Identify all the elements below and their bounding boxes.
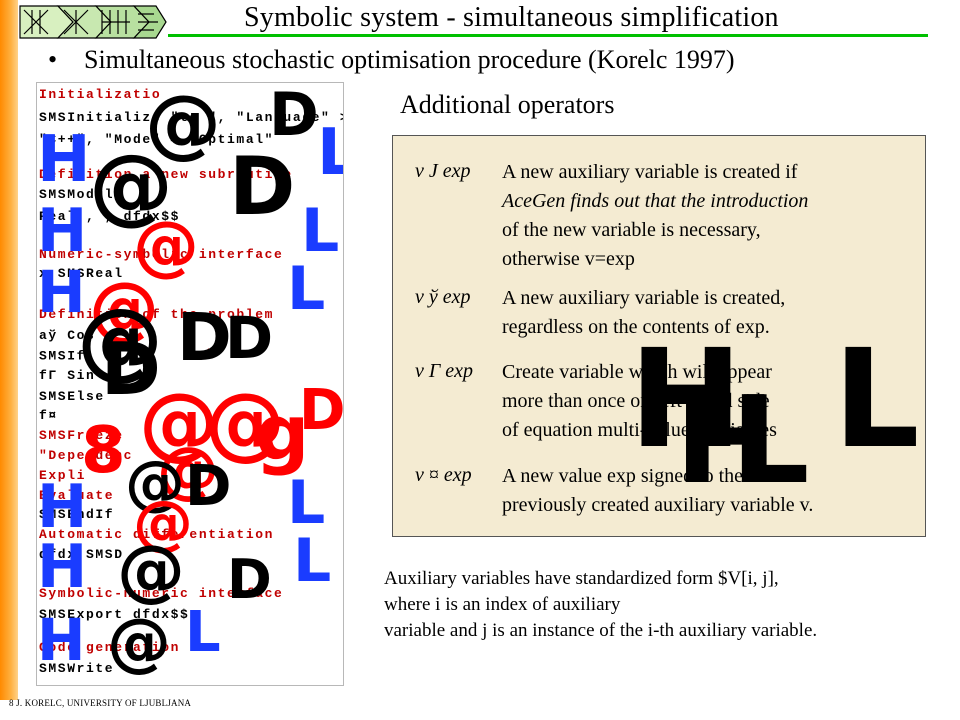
artifact-glyph-d: D bbox=[101, 327, 161, 411]
description-line: AceGen finds out that the introduction bbox=[502, 190, 809, 212]
artifact-glyph-h: H bbox=[37, 196, 88, 266]
artifact-glyph-at: @ bbox=[89, 136, 173, 234]
artifact-glyph-h: H bbox=[37, 123, 91, 197]
code-line: fГ Sin bbox=[39, 368, 96, 383]
slide-footer: 8 J. KORELC, UNIVERSITY OF LJUBLJANA bbox=[9, 698, 192, 708]
code-line: f¤ bbox=[39, 408, 58, 423]
artifact-glyph-h: H bbox=[37, 532, 88, 602]
artifact-glyph-at: @ bbox=[117, 531, 185, 610]
code-line: SMSEndIf bbox=[39, 507, 115, 522]
description-line: Create variable which will appear bbox=[502, 361, 772, 383]
artifact-glyph-d: D bbox=[225, 304, 274, 372]
code-line: "Dependenc bbox=[39, 448, 134, 463]
artifact-glyph-d: D bbox=[227, 548, 272, 611]
operator-symbol: v Ј exp bbox=[415, 160, 471, 182]
artifact-glyph-at: @ bbox=[157, 433, 219, 506]
artifact-glyph-at: @ bbox=[205, 376, 285, 469]
left-accent-bar bbox=[0, 0, 18, 700]
slide-title: Symbolic system - simultaneous simplific… bbox=[244, 2, 779, 33]
operator-description: A new auxiliary variable is created, reg… bbox=[502, 284, 785, 342]
code-line: SMSExport dfdx$$ bbox=[39, 607, 190, 622]
artifact-glyph-l: L bbox=[287, 468, 326, 538]
auxiliary-variables-note: Auxiliary variables have standardized fo… bbox=[384, 566, 817, 644]
artifact-glyph-h: H bbox=[675, 372, 776, 511]
header-logo bbox=[19, 5, 167, 39]
note-line: where i is an index of auxiliary bbox=[384, 594, 621, 615]
code-line: Expli bbox=[39, 468, 87, 483]
operators-heading: Additional operators bbox=[400, 90, 615, 119]
code-line: Definition a new subroutine bbox=[39, 167, 293, 182]
code-line: SMSInitialize "te ", "Language" > bbox=[39, 110, 344, 125]
artifact-glyph-d: D bbox=[177, 299, 232, 376]
artifact-glyph-h: H bbox=[37, 606, 86, 674]
description-line: A new auxiliary variable is created if bbox=[502, 161, 798, 183]
description-line: regardless on the contents of exp. bbox=[502, 316, 770, 338]
operator-symbol: v Г exp bbox=[415, 360, 474, 382]
code-line: Numeric-symbolic interface bbox=[39, 247, 284, 262]
code-line: x SMSReal bbox=[39, 266, 124, 281]
artifact-glyph-l: L bbox=[287, 254, 326, 324]
description-line: A new auxiliary variable is created, bbox=[502, 287, 786, 309]
bullet-dot-icon: • bbox=[48, 45, 58, 74]
artifact-glyph-at: @ bbox=[139, 376, 219, 469]
artifact-glyph-l: L bbox=[733, 372, 810, 511]
artifact-glyph-h: H bbox=[37, 258, 86, 326]
artifact-glyph-at: @ bbox=[133, 207, 199, 284]
artifact-glyph-at: @ bbox=[89, 267, 159, 349]
code-line: Symbolic-numeric interface bbox=[39, 586, 284, 601]
superscript: 10 bbox=[206, 348, 219, 357]
code-line: Initializatio bbox=[39, 87, 162, 102]
code-text: SMSIf bbox=[39, 348, 87, 364]
artifact-glyph-d: D bbox=[299, 378, 344, 443]
operator-description: A new auxiliary variable is created if A… bbox=[502, 158, 808, 274]
operator-symbol: v ¤ exp bbox=[415, 464, 472, 486]
title-underline bbox=[168, 34, 928, 37]
bullet-point: • Simultaneous stochastic optimisation pr… bbox=[48, 45, 735, 75]
artifact-glyph-d: D bbox=[229, 140, 296, 233]
artifact-glyph-at: @ bbox=[107, 606, 171, 680]
artifact-glyph-g: g bbox=[255, 388, 310, 477]
code-line: SMSIf 10 bbox=[39, 348, 219, 363]
code-line: dfdx SMSD bbox=[39, 547, 124, 562]
artifact-glyph-h: H bbox=[629, 321, 743, 479]
artifact-glyph-l: L bbox=[293, 526, 332, 596]
operator-description: A new value exp signed to the previously… bbox=[502, 462, 813, 520]
description-line: of equation multi-valued variables bbox=[502, 419, 777, 441]
artifact-glyph-8: 8 bbox=[81, 414, 126, 488]
description-line: A new value exp signed to the bbox=[502, 465, 744, 487]
description-line: more than once on left- hand side bbox=[502, 390, 770, 412]
artifact-glyph-at: @ bbox=[145, 82, 221, 167]
code-line: Real , , dfdx$$ bbox=[39, 209, 181, 224]
operator-symbol: v ў exp bbox=[415, 286, 471, 308]
code-line: Evaluate bbox=[39, 488, 115, 503]
code-line: SMSModul bbox=[39, 187, 115, 202]
code-listing-panel: Initializatio SMSInitialize "te ", "Lang… bbox=[36, 82, 344, 686]
code-line: SMSWrite bbox=[39, 661, 115, 676]
artifact-glyph-l: L bbox=[833, 321, 920, 479]
artifact-glyph-h: H bbox=[37, 472, 88, 542]
artifact-glyph-at: @ bbox=[125, 448, 185, 518]
note-line: Auxiliary variables have standardized fo… bbox=[384, 568, 779, 589]
artifact-glyph-l: L bbox=[317, 121, 343, 185]
artifact-glyph-d: D bbox=[185, 454, 232, 519]
code-line: aў Cos bbox=[39, 328, 96, 343]
artifact-glyph-d: D bbox=[269, 82, 319, 150]
artifact-glyph-l: L bbox=[301, 196, 340, 266]
artifact-glyph-at: @ bbox=[77, 290, 163, 390]
note-line: variable and j is an instance of the i-t… bbox=[384, 620, 818, 641]
artifact-glyph-at: @ bbox=[133, 488, 193, 558]
operator-description: Create variable which will appear more t… bbox=[502, 358, 777, 445]
code-line: "C++", "Mode" → "Optimal" bbox=[39, 132, 275, 147]
artifact-glyph-l: L bbox=[185, 600, 221, 665]
code-line: SMSFreeze bbox=[39, 428, 124, 443]
description-line: of the new variable is necessary, bbox=[502, 219, 761, 241]
description-line: previously created auxiliary variable v. bbox=[502, 494, 814, 516]
code-line: Definition of the problem bbox=[39, 307, 275, 322]
operators-table: v Ј exp A new auxiliary variable is crea… bbox=[392, 135, 926, 537]
code-line: Code generation bbox=[39, 640, 181, 655]
bullet-text: Simultaneous stochastic optimisation pro… bbox=[84, 45, 735, 74]
description-line: otherwise v=exp bbox=[502, 248, 635, 270]
code-line: SMSElse bbox=[39, 389, 105, 404]
code-line: Automatic differentiation bbox=[39, 527, 275, 542]
